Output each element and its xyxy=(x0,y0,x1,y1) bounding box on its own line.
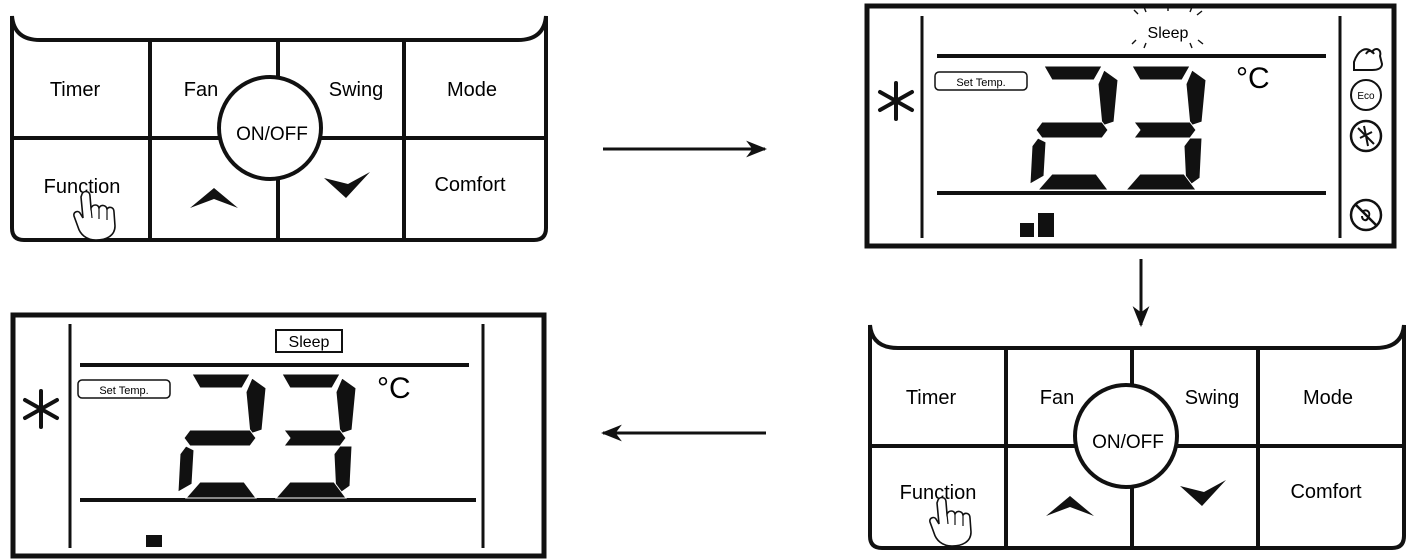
swing-button-bottom[interactable]: Swing xyxy=(1185,387,1239,409)
fan-button-bottom[interactable]: Fan xyxy=(1040,387,1074,409)
onoff-button-bottom[interactable]: ON/OFF xyxy=(1092,432,1164,453)
snowflake-icon-left xyxy=(23,389,59,429)
display-panel-right: Sleep Set Temp. °C xyxy=(864,3,1397,249)
sleep-indicator: Sleep xyxy=(1148,25,1189,42)
fan-button[interactable]: Fan xyxy=(184,79,218,101)
fan-speed-bars xyxy=(1020,213,1054,237)
timer-button-bottom[interactable]: Timer xyxy=(906,387,957,409)
function-button[interactable]: Function xyxy=(44,176,121,198)
svg-text:Eco: Eco xyxy=(1357,91,1375,102)
digit-3-left xyxy=(274,373,357,499)
no-odor-icon xyxy=(1349,198,1383,232)
fan-speed-bar-left xyxy=(146,535,162,547)
temperature-value xyxy=(1029,65,1207,191)
onoff-button[interactable]: ON/OFF xyxy=(236,124,308,145)
celsius-unit: °C xyxy=(1236,62,1270,95)
flexed-arm-icon xyxy=(1353,48,1384,71)
sleep-indicator-steady: Sleep xyxy=(289,334,330,351)
timer-button[interactable]: Timer xyxy=(50,79,101,101)
mode-button-bottom[interactable]: Mode xyxy=(1303,387,1353,409)
set-temp-label-left: Set Temp. xyxy=(99,385,148,397)
remote-panel-top: Timer Fan Swing Mode Function Comfort ON… xyxy=(10,15,548,242)
snowflake-icon xyxy=(878,81,914,121)
function-button-bottom[interactable]: Function xyxy=(900,482,977,504)
celsius-unit-left: °C xyxy=(377,372,411,405)
digit-3 xyxy=(1124,65,1207,191)
display-panel-left: Sleep Set Temp. °C xyxy=(10,312,547,559)
no-mosquito-icon xyxy=(1349,119,1383,153)
comfort-button-bottom[interactable]: Comfort xyxy=(1290,481,1362,503)
chevron-down-icon[interactable] xyxy=(324,172,370,198)
temperature-value-left xyxy=(177,373,357,499)
comfort-button[interactable]: Comfort xyxy=(434,174,506,196)
eco-icon: Eco xyxy=(1350,79,1382,111)
hand-pointer-icon xyxy=(73,190,116,241)
chevron-up-icon[interactable] xyxy=(190,188,238,208)
digit-2 xyxy=(1029,65,1119,191)
digit-2-left xyxy=(177,373,267,499)
chevron-up-icon-bottom[interactable] xyxy=(1046,496,1094,516)
hand-pointer-icon-bottom xyxy=(929,496,972,547)
remote-panel-bottom: Timer Fan Swing Mode Function Comfort ON… xyxy=(868,324,1406,550)
set-temp-label: Set Temp. xyxy=(956,77,1005,89)
chevron-down-icon-bottom[interactable] xyxy=(1180,480,1226,506)
mode-button[interactable]: Mode xyxy=(447,79,497,101)
sleep-blink-rays xyxy=(1131,6,1204,49)
swing-button[interactable]: Swing xyxy=(329,79,383,101)
